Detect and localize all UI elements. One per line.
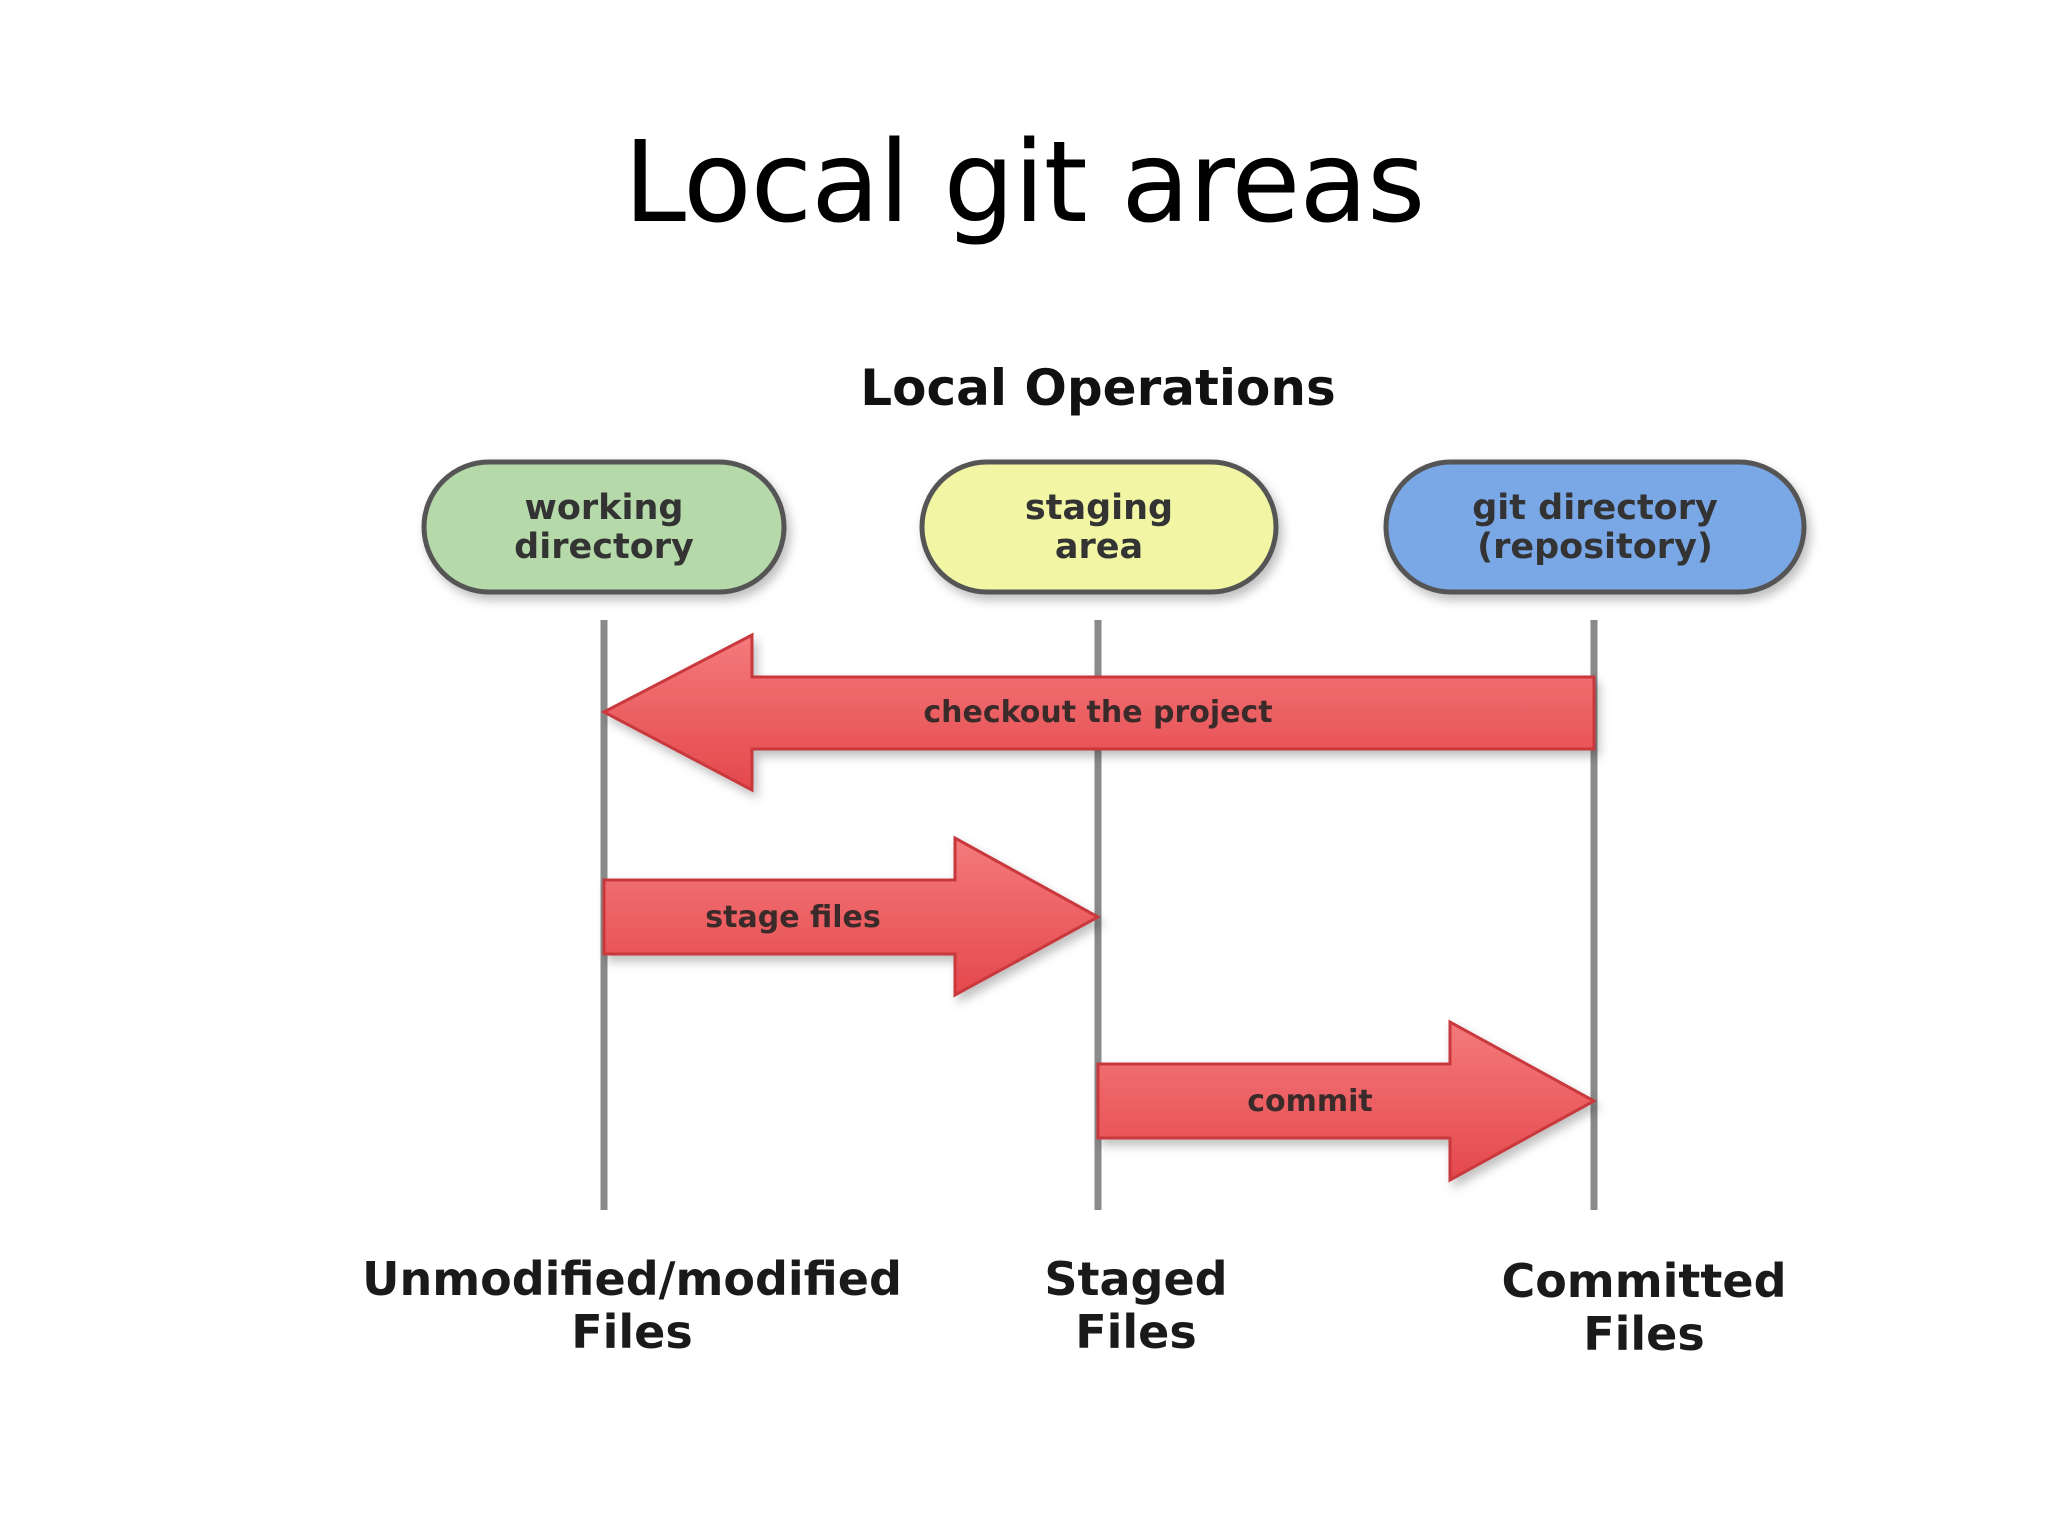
slide-title: Local git areas bbox=[623, 118, 1426, 248]
file-state-staged: Staged Files bbox=[1044, 1252, 1227, 1359]
area-working-directory: working directory bbox=[421, 459, 787, 595]
area-label-line2: area bbox=[1055, 527, 1143, 567]
arrow-stage-files: stage files bbox=[602, 835, 1102, 998]
arrow-label: stage files bbox=[705, 900, 880, 935]
file-state-line1: Committed bbox=[1501, 1254, 1786, 1308]
area-label-line2: directory bbox=[514, 527, 694, 567]
file-state-line2: Files bbox=[1583, 1307, 1705, 1361]
diagram-heading: Local Operations bbox=[860, 359, 1336, 417]
area-staging-area: staging area bbox=[919, 459, 1279, 595]
arrow-commit: commit bbox=[1096, 1019, 1598, 1183]
file-state-line2: Files bbox=[1075, 1305, 1197, 1359]
area-git-directory: git directory (repository) bbox=[1383, 459, 1807, 595]
file-state-committed: Committed Files bbox=[1501, 1254, 1786, 1361]
file-state-working: Unmodified/modified Files bbox=[362, 1252, 902, 1359]
area-label-line1: staging bbox=[1025, 488, 1173, 528]
area-label-line1: working bbox=[525, 488, 684, 528]
file-state-line1: Staged bbox=[1044, 1252, 1227, 1306]
area-label-line2: (repository) bbox=[1477, 527, 1713, 567]
arrow-label: commit bbox=[1247, 1084, 1373, 1119]
arrow-checkout: checkout the project bbox=[600, 632, 1596, 793]
file-state-line1: Unmodified/modified bbox=[362, 1252, 902, 1306]
file-state-line2: Files bbox=[571, 1305, 693, 1359]
area-label-line1: git directory bbox=[1472, 488, 1718, 528]
arrow-label: checkout the project bbox=[923, 695, 1272, 730]
